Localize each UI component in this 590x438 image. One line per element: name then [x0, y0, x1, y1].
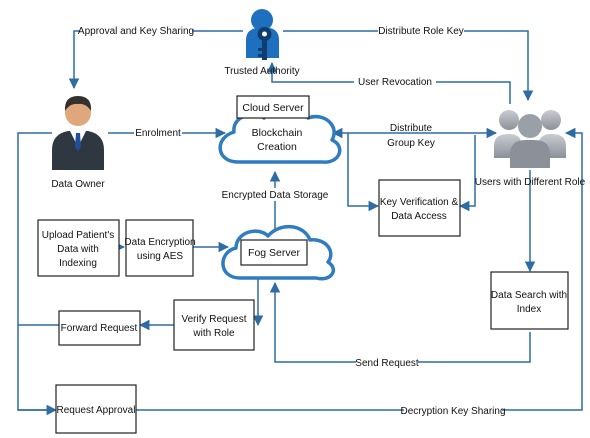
blockchain-label-2: Creation — [257, 141, 297, 153]
label-approval-key-sharing: Approval and Key Sharing — [78, 26, 194, 37]
label-user-revocation: User Revocation — [358, 77, 432, 88]
cloud-server-box — [236, 95, 310, 119]
upload-data-box — [37, 219, 120, 277]
key-person-icon — [246, 9, 279, 60]
request-approval-label: Request Approval — [57, 405, 136, 416]
forward-request-label: Forward Request — [61, 323, 138, 334]
edge-approval-key-sharing — [68, 30, 243, 90]
label-distribute-group-1: Distribute — [390, 123, 433, 134]
label-distribute-role-key: Distribute Role Key — [378, 26, 464, 37]
data-encryption-box — [125, 219, 194, 277]
search-label-2: Index — [517, 304, 541, 315]
encryption-label-2: using AES — [137, 251, 183, 262]
label-encrypted-storage: Encrypted Data Storage — [222, 190, 329, 201]
data-search-box — [490, 271, 569, 330]
verify-label-1: Verify Request — [181, 314, 246, 325]
users-label: Users with Different Role — [475, 177, 586, 188]
verify-label-2: with Role — [192, 328, 235, 339]
keyver-label-2: Data Access — [391, 211, 447, 222]
label-send-request: Send Request — [355, 358, 419, 369]
upload-label-1: Upload Patient's — [42, 230, 115, 241]
fog-server-label: Fog Server — [248, 247, 300, 259]
label-distribute-group-2: Group Key — [387, 138, 435, 149]
label-enrolment: Enrolment — [135, 128, 181, 139]
edge-cloud-keyverification — [347, 133, 380, 212]
request-approval-box — [55, 384, 137, 434]
verify-request-box — [173, 299, 255, 351]
cloud-server-label: Cloud Server — [242, 102, 304, 114]
edge-users-keyverification — [458, 135, 476, 212]
data-owner-label: Data Owner — [51, 179, 105, 190]
upload-label-3: Indexing — [59, 258, 97, 269]
connectors — [17, 30, 583, 416]
fog-server-box — [240, 239, 308, 266]
blockchain-label-1: Blockchain — [252, 127, 303, 139]
edge-distribute-role-key — [283, 30, 534, 102]
forward-request-box — [58, 310, 141, 346]
search-label-1: Data Search with — [491, 290, 567, 301]
key-verification-box — [378, 179, 461, 237]
upload-label-2: Data with — [57, 244, 99, 255]
encryption-label-1: Data Encryption — [124, 237, 195, 248]
user-group-icon — [494, 110, 566, 168]
keyver-label-1: Key Verification & — [380, 197, 459, 208]
label-decryption-key-sharing: Decryption Key Sharing — [400, 406, 505, 417]
edge-decryption-key-sharing — [136, 127, 583, 411]
trusted-authority-label: Trusted Authority — [224, 66, 299, 77]
businessman-icon — [52, 96, 104, 170]
